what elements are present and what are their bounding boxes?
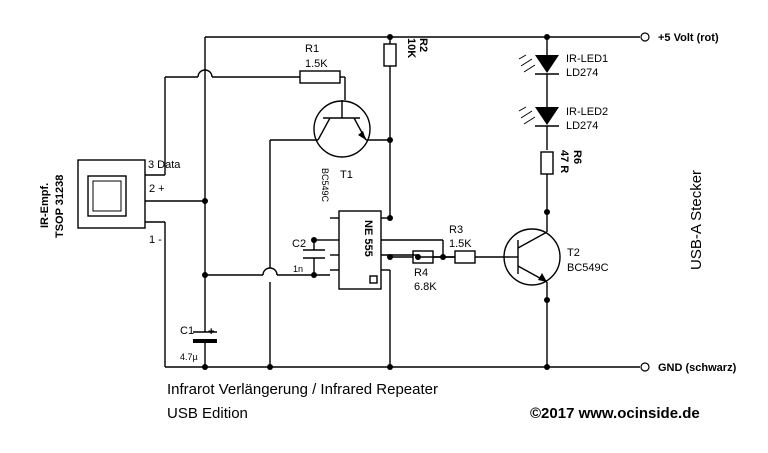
receiver-type-label: IR-Empf. (39, 183, 51, 228)
r6-name-label: R6 (571, 150, 583, 164)
t1-collector-wire (205, 140, 330, 367)
r3-value-label: 1.5K (449, 238, 472, 250)
footer-title: Infrarot Verlängerung / Infrared Repeate… (167, 381, 438, 398)
receiver-pin2-label: 2 + (149, 183, 165, 195)
resistor-r6 (540, 151, 554, 212)
r3-name-label: R3 (449, 224, 463, 236)
resistor-r2 (383, 37, 397, 218)
transistor-t2 (503, 212, 561, 367)
t2-part-label: BC549C (567, 262, 609, 274)
t2-name-label: T2 (567, 247, 580, 259)
led1-name-label: IR-LED1 (566, 53, 608, 65)
ir-led1 (518, 37, 559, 100)
gnd-label: GND (schwarz) (658, 362, 737, 374)
c2-name-label: C2 (292, 238, 306, 250)
capacitor-c2 (303, 239, 330, 275)
capacitor-c1 (193, 320, 217, 367)
r2-name-label: R2 (417, 38, 429, 52)
r1-name-label: R1 (305, 43, 319, 55)
footer-copyright: ©2017 www.ocinside.de (530, 405, 700, 422)
vcc-label: +5 Volt (rot) (658, 32, 719, 44)
transistor-t1 (270, 100, 390, 158)
led1-part-label: LD274 (566, 67, 598, 79)
r2-value-label: 10K (405, 38, 417, 58)
footer-edition: USB Edition (167, 405, 248, 422)
r6-value-label: 47 R (558, 150, 570, 173)
c1-value-label: 4.7µ (180, 352, 198, 362)
led2-part-label: LD274 (566, 120, 598, 132)
data-wire (164, 69, 300, 367)
r4-name-label: R4 (414, 267, 428, 279)
receiver-pin1-label: 1 - (149, 234, 162, 246)
led2-name-label: IR-LED2 (566, 106, 608, 118)
r1-value-label: 1.5K (305, 58, 328, 70)
resistor-r4 (390, 250, 455, 264)
r4-value-label: 6.8K (414, 281, 437, 293)
t1-part-label: BC549C (320, 168, 330, 203)
c1-name-label: C1 (180, 325, 194, 337)
ir-receiver (77, 159, 205, 229)
connector-label: USB-A Stecker (688, 170, 705, 270)
gnd-rail (165, 362, 650, 372)
resistor-r1 (299, 70, 346, 100)
receiver-part-label: TSOP 31238 (54, 175, 66, 238)
ir-led2 (518, 100, 559, 150)
c1-polarity-label: + (208, 326, 214, 338)
ic-name-label: NE 555 (362, 220, 374, 257)
c2-value-label: 1n (293, 264, 303, 274)
t1-name-label: T1 (340, 169, 353, 181)
junction-dots (202, 34, 550, 370)
